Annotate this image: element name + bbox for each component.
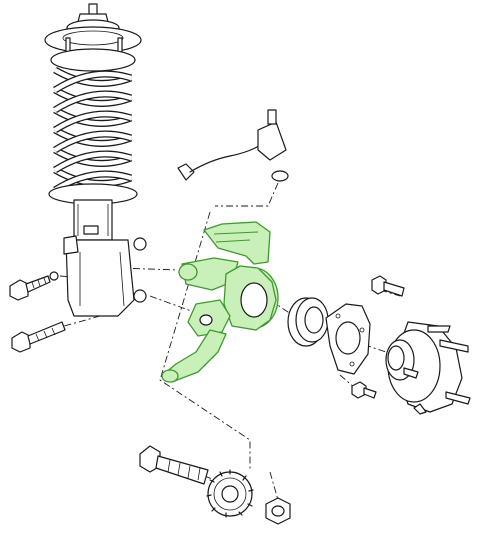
axle-nut xyxy=(265,497,291,525)
hub-retaining-bolts xyxy=(351,275,405,399)
dust-shield xyxy=(325,303,371,375)
wheel-hub xyxy=(385,321,471,415)
wheel-bearing xyxy=(287,297,329,347)
axle-shaft-gear xyxy=(139,445,254,518)
steering-knuckle xyxy=(161,221,279,383)
strut-mounting-bolts xyxy=(9,271,66,353)
abs-wheel-speed-sensor xyxy=(177,109,289,182)
strut-spring-assembly xyxy=(44,3,147,317)
